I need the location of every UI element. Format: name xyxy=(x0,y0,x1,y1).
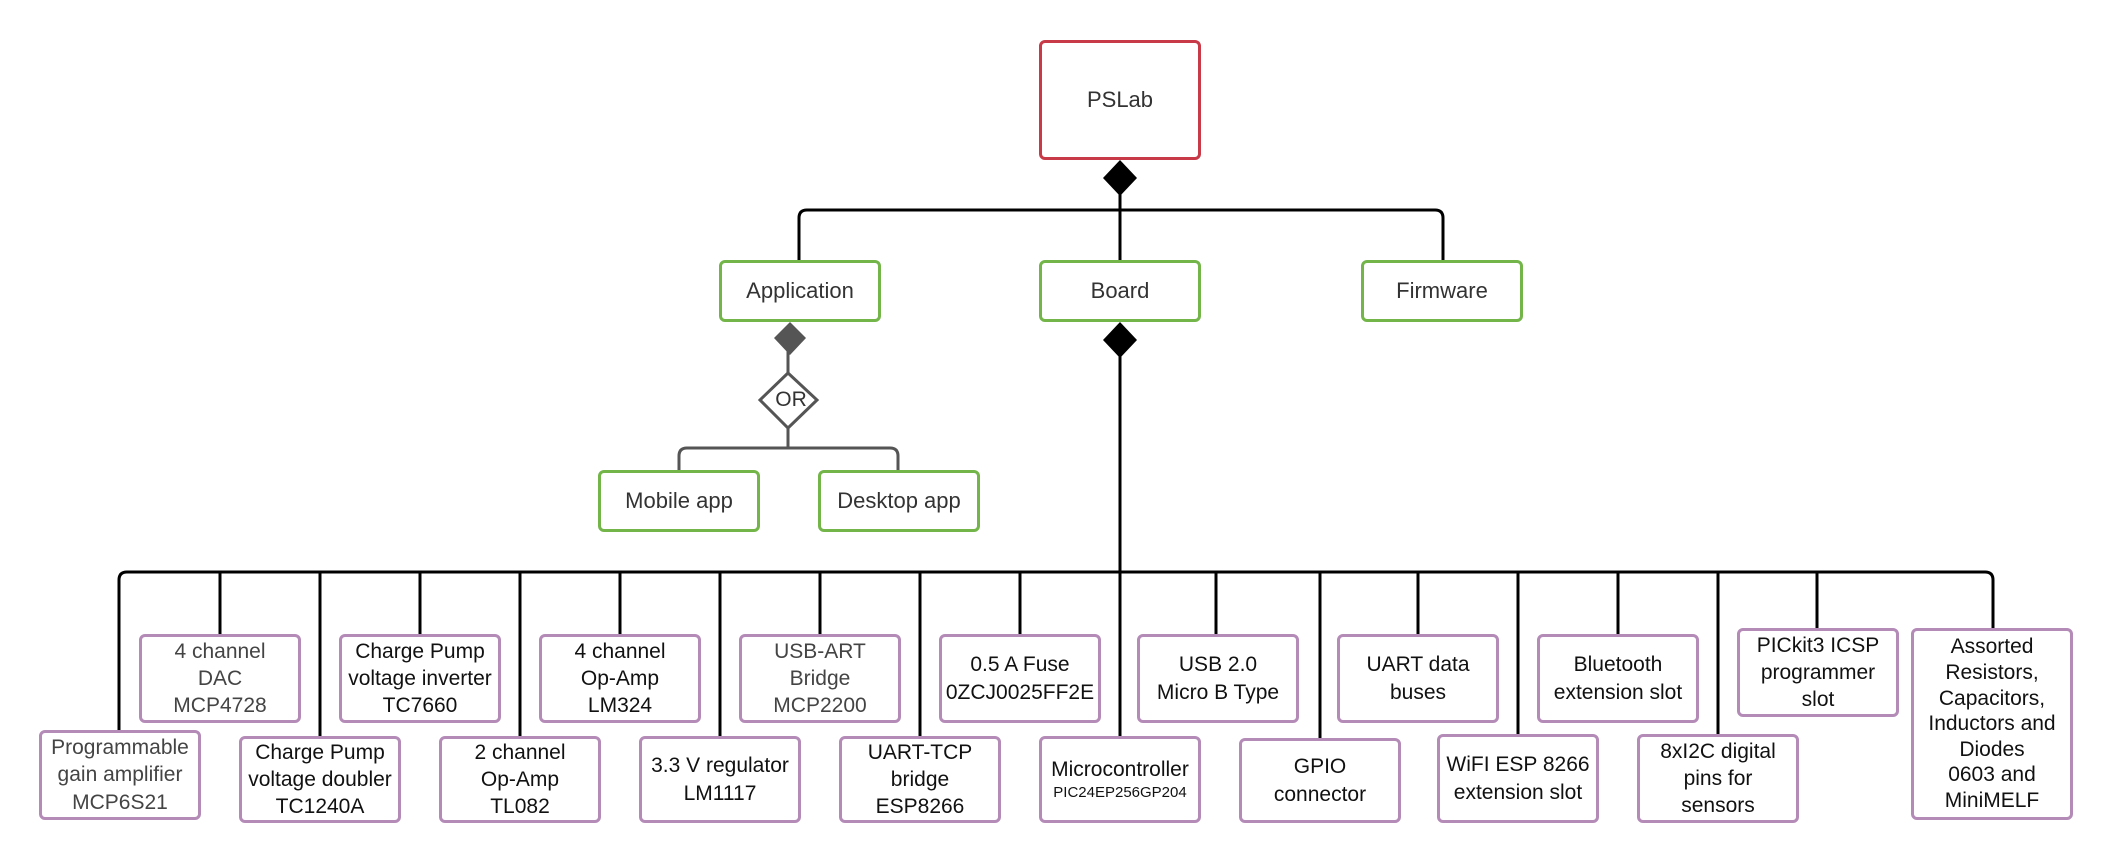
node-pslab: PSLab xyxy=(1039,40,1201,160)
node-uart-tcp-line-2: bridge xyxy=(890,767,950,791)
node-pga-line-2: gain amplifier xyxy=(57,763,183,787)
node-passives-line-7: MiniMELF xyxy=(1944,789,2040,813)
composition-diamond-root xyxy=(1103,160,1137,196)
node-mobile-app: Mobile app xyxy=(598,470,760,532)
node-opamp2-line-3: TL082 xyxy=(490,795,550,819)
node-uart-tcp-bridge: UART-TCP bridge ESP8266 xyxy=(839,736,1001,823)
node-fuse: 0.5 A Fuse 0ZCJ0025FF2E xyxy=(939,634,1101,723)
node-i2c-line-3: sensors xyxy=(1681,794,1755,818)
connector-or-apps xyxy=(677,428,900,470)
node-opamp2-line-2: Op-Amp xyxy=(480,767,560,791)
node-passives: Assorted Resistors, Capacitors, Inductor… xyxy=(1911,628,2073,820)
node-passives-line-4: Inductors and xyxy=(1928,712,2056,736)
node-desktop-app: Desktop app xyxy=(818,470,980,532)
node-pga: Programmable gain amplifier MCP6S21 xyxy=(39,730,201,820)
node-cp-doubler-line-2: voltage doubler xyxy=(248,767,392,791)
node-dac-line-2: DAC xyxy=(197,666,243,690)
node-cp-inverter-line-2: voltage inverter xyxy=(348,666,492,690)
node-uart-tcp-line-3: ESP8266 xyxy=(875,795,965,819)
node-pickit-line-2: programmer xyxy=(1760,660,1876,684)
node-i2c: 8xI2C digital pins for sensors xyxy=(1637,734,1799,823)
node-usb-uart-bridge: USB-ART Bridge MCP2200 xyxy=(739,634,901,723)
node-opamp4-line-3: LM324 xyxy=(587,694,653,718)
node-mobile-app-label: Mobile app xyxy=(625,487,733,513)
node-application-label: Application xyxy=(746,277,854,303)
node-uart-buses: UART data buses xyxy=(1337,634,1499,723)
node-pickit-line-1: PICkit3 ICSP xyxy=(1756,633,1880,657)
node-mcu-line-1: Microcontroller xyxy=(1051,758,1189,782)
node-gpio-line-1: GPIO xyxy=(1293,755,1347,779)
node-bluetooth-line-1: Bluetooth xyxy=(1573,653,1663,677)
node-i2c-line-2: pins for xyxy=(1683,766,1753,790)
composition-diamond-board xyxy=(1103,322,1137,358)
composition-diamond-application xyxy=(774,322,806,355)
node-passives-line-2: Resistors, xyxy=(1945,660,2039,684)
node-pslab-label: PSLab xyxy=(1086,86,1154,112)
node-mcu-line-2: PIC24EP256GP204 xyxy=(1053,784,1187,802)
node-pickit-line-3: slot xyxy=(1801,688,1835,712)
connector-parts-bus xyxy=(117,570,1995,736)
node-opamp2: 2 channel Op-Amp TL082 xyxy=(439,736,601,823)
node-firmware-label: Firmware xyxy=(1396,277,1488,303)
node-passives-line-6: 0603 and xyxy=(1948,763,2036,787)
node-gpio: GPIO connector xyxy=(1239,738,1401,823)
node-cp-inverter: Charge Pump voltage inverter TC7660 xyxy=(339,634,501,723)
node-passives-line-5: Diodes xyxy=(1959,737,2025,761)
node-cp-inverter-line-1: Charge Pump xyxy=(355,639,485,663)
node-uart-buses-line-2: buses xyxy=(1389,680,1447,704)
node-usb: USB 2.0 Micro B Type xyxy=(1137,634,1299,723)
node-usb-line-2: Micro B Type xyxy=(1156,680,1280,704)
node-pga-line-1: Programmable xyxy=(51,736,189,760)
node-fuse-line-2: 0ZCJ0025FF2E xyxy=(945,680,1095,704)
node-dac: 4 channel DAC MCP4728 xyxy=(139,634,301,723)
node-passives-line-1: Assorted xyxy=(1950,635,2034,659)
node-opamp4-line-2: Op-Amp xyxy=(580,666,660,690)
node-uart-buses-line-1: UART data xyxy=(1366,653,1470,677)
node-regulator-line-2: LM1117 xyxy=(683,781,757,805)
node-cp-doubler-line-1: Charge Pump xyxy=(255,740,385,764)
node-fuse-line-1: 0.5 A Fuse xyxy=(970,653,1070,677)
node-opamp4-line-1: 4 channel xyxy=(574,639,666,663)
node-passives-line-3: Capacitors, xyxy=(1938,686,2046,710)
node-application: Application xyxy=(719,260,881,322)
node-gpio-line-2: connector xyxy=(1273,782,1367,806)
node-board-label: Board xyxy=(1090,277,1150,303)
node-cp-doubler: Charge Pump voltage doubler TC1240A xyxy=(239,736,401,823)
node-board: Board xyxy=(1039,260,1201,322)
node-bluetooth-line-2: extension slot xyxy=(1553,680,1683,704)
node-usb-uart-line-1: USB-ART xyxy=(774,639,866,663)
node-regulator-line-1: 3.3 V regulator xyxy=(651,754,789,778)
node-dac-line-3: MCP4728 xyxy=(173,694,267,718)
node-wifi: WiFI ESP 8266 extension slot xyxy=(1437,734,1599,823)
node-usb-line-1: USB 2.0 xyxy=(1178,653,1258,677)
node-microcontroller: Microcontroller PIC24EP256GP204 xyxy=(1039,736,1201,823)
node-firmware: Firmware xyxy=(1361,260,1523,322)
node-regulator: 3.3 V regulator LM1117 xyxy=(639,736,801,823)
node-uart-tcp-line-1: UART-TCP xyxy=(867,740,973,764)
node-opamp4: 4 channel Op-Amp LM324 xyxy=(539,634,701,723)
node-pga-line-3: MCP6S21 xyxy=(72,790,168,814)
node-wifi-line-2: extension slot xyxy=(1453,780,1583,804)
or-gate-label: OR xyxy=(775,388,807,411)
node-usb-uart-line-2: Bridge xyxy=(789,666,851,690)
node-desktop-app-label: Desktop app xyxy=(837,487,961,513)
node-bluetooth: Bluetooth extension slot xyxy=(1537,634,1699,723)
node-dac-line-1: 4 channel xyxy=(174,639,266,663)
node-pickit: PICkit3 ICSP programmer slot xyxy=(1737,628,1899,717)
node-i2c-line-1: 8xI2C digital xyxy=(1660,739,1776,763)
node-usb-uart-line-3: MCP2200 xyxy=(773,694,867,718)
or-diamond-shape xyxy=(757,370,820,431)
node-wifi-line-1: WiFI ESP 8266 xyxy=(1446,753,1590,777)
node-cp-inverter-line-3: TC7660 xyxy=(382,694,458,718)
node-opamp2-line-1: 2 channel xyxy=(474,740,566,764)
node-cp-doubler-line-3: TC1240A xyxy=(275,795,365,819)
